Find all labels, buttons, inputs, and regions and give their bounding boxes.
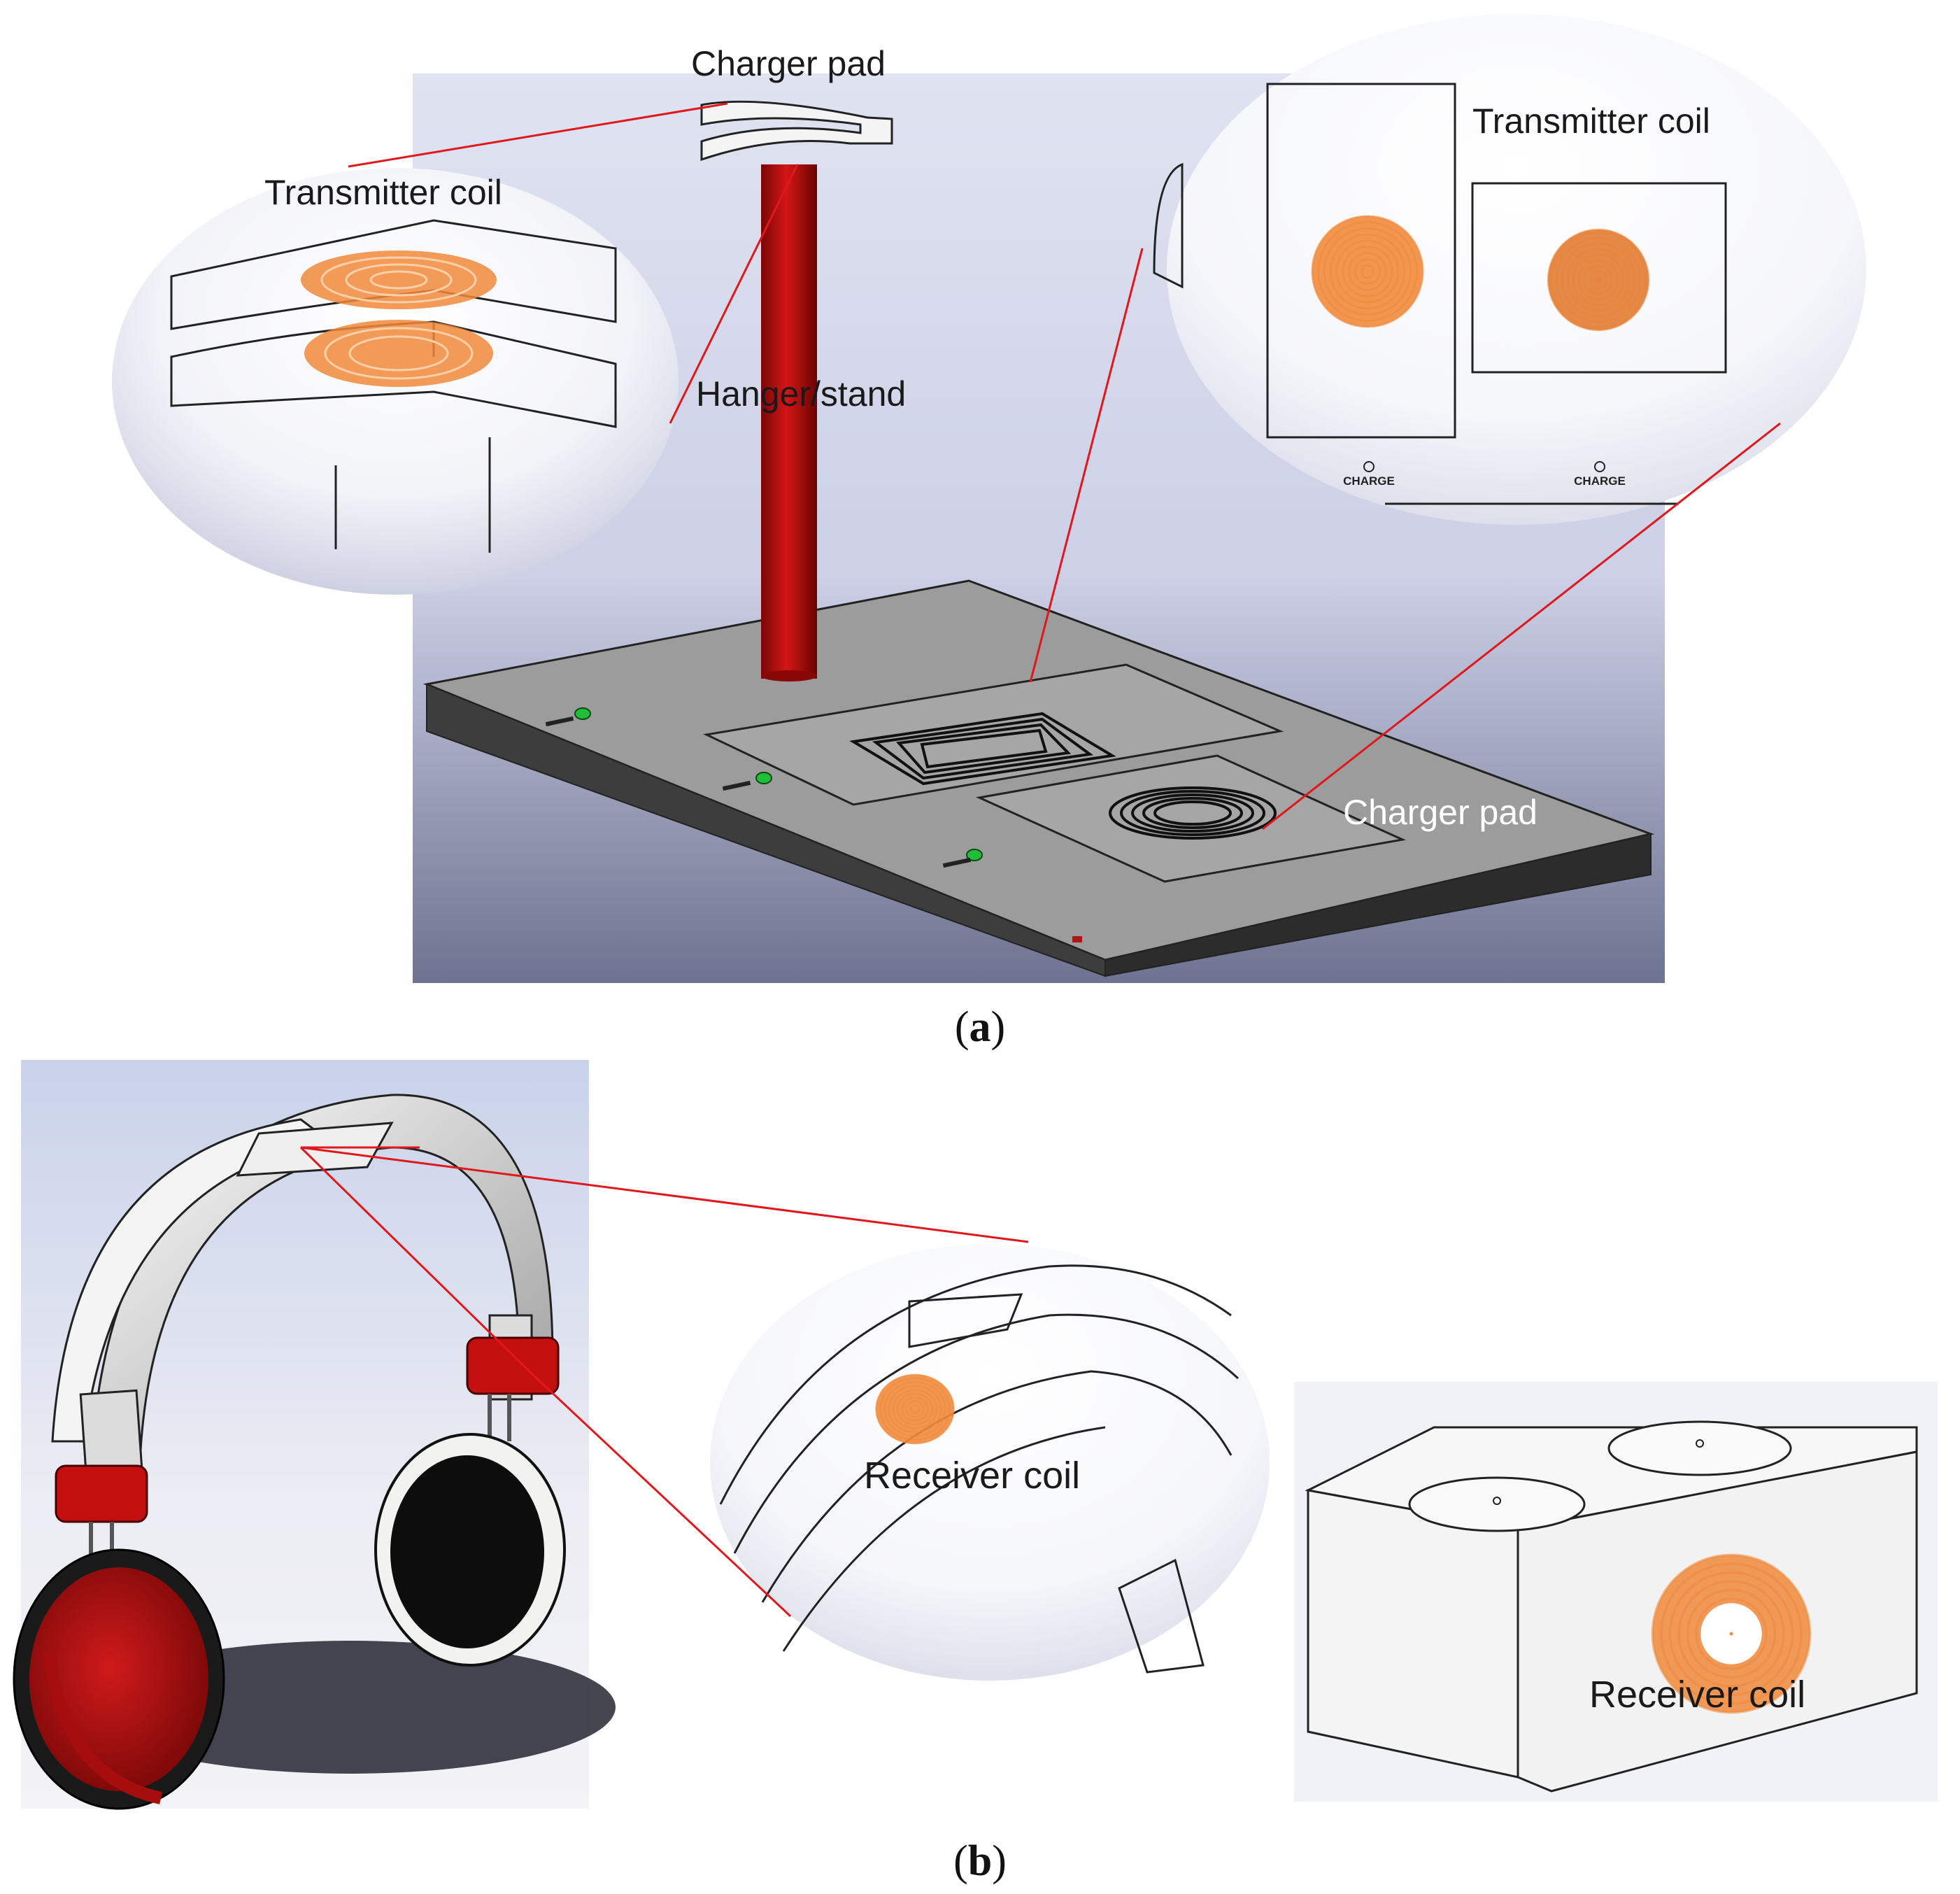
receiver-coil-block — [1651, 1553, 1812, 1714]
hanger-top-pad — [700, 100, 893, 162]
label-receiver-coil-block: Receiver coil — [1589, 1674, 1805, 1716]
square-coil — [849, 712, 1116, 786]
tx-device-slot-2 — [1471, 182, 1727, 374]
transmitter-area-lower — [975, 754, 1407, 883]
transmitter-coil-right-1 — [1311, 215, 1424, 328]
label-charger-pad-top: Charger pad — [691, 44, 886, 83]
hanger-pole — [761, 164, 817, 679]
caption-a: (a) — [955, 1003, 1005, 1051]
left-earcup — [13, 1548, 225, 1810]
receiver-contact-2 — [1607, 1420, 1792, 1476]
panel-b: Receiver coil Receiver coil (b) — [13, 1060, 1938, 1885]
charging-base — [422, 579, 1655, 977]
charge-icon-2 — [1594, 461, 1605, 472]
usb-port — [1072, 936, 1082, 942]
magnifier-headband-bubble — [710, 1244, 1270, 1681]
magnifier-left — [112, 168, 679, 595]
transmitter-coil-right-2 — [1547, 228, 1650, 332]
tx-device-slot-1 — [1266, 83, 1456, 439]
right-earcup — [374, 1433, 566, 1667]
right-slider-block — [466, 1336, 560, 1395]
label-receiver-coil-headband: Receiver coil — [864, 1455, 1080, 1497]
label-transmitter-coil-right: Transmitter coil — [1472, 101, 1710, 141]
magnifier-right: CHARGE CHARGE — [1153, 14, 1866, 525]
base-right-face — [1105, 833, 1652, 977]
hanger-pole-foot — [761, 670, 817, 681]
round-coil — [1109, 786, 1277, 840]
charge-indicator-3 — [942, 849, 983, 868]
magnifier-headband — [710, 1244, 1270, 1681]
label-charger-pad-base: Charger pad — [1343, 793, 1538, 832]
label-hanger-stand: Hanger/stand — [696, 374, 906, 414]
leader-lines-a — [348, 102, 1781, 831]
receiver-block-left — [1307, 1489, 1519, 1779]
charge-icon-1 — [1363, 461, 1375, 472]
caption-b: (b) — [953, 1837, 1007, 1885]
receiver-block-panel — [1294, 1382, 1938, 1802]
left-slider-block — [55, 1464, 148, 1523]
transmitter-coil-left-lower — [304, 320, 493, 387]
transmitter-coil-left-upper — [301, 250, 497, 309]
charge-label-2: CHARGE — [1574, 474, 1626, 488]
leader-lines-b — [299, 1146, 1029, 1618]
receiver-coil-headband — [875, 1373, 955, 1445]
charge-indicator-2 — [722, 772, 772, 791]
panel-a: CHARGE CHARGE Charger pad Transmitter co… — [112, 14, 1866, 1051]
label-transmitter-coil-left: Transmitter coil — [264, 173, 502, 212]
charge-indicator-1 — [545, 707, 591, 727]
hanger-stand — [700, 100, 893, 681]
charge-label-1: CHARGE — [1343, 474, 1395, 488]
magnifier-right-bubble — [1167, 14, 1866, 525]
